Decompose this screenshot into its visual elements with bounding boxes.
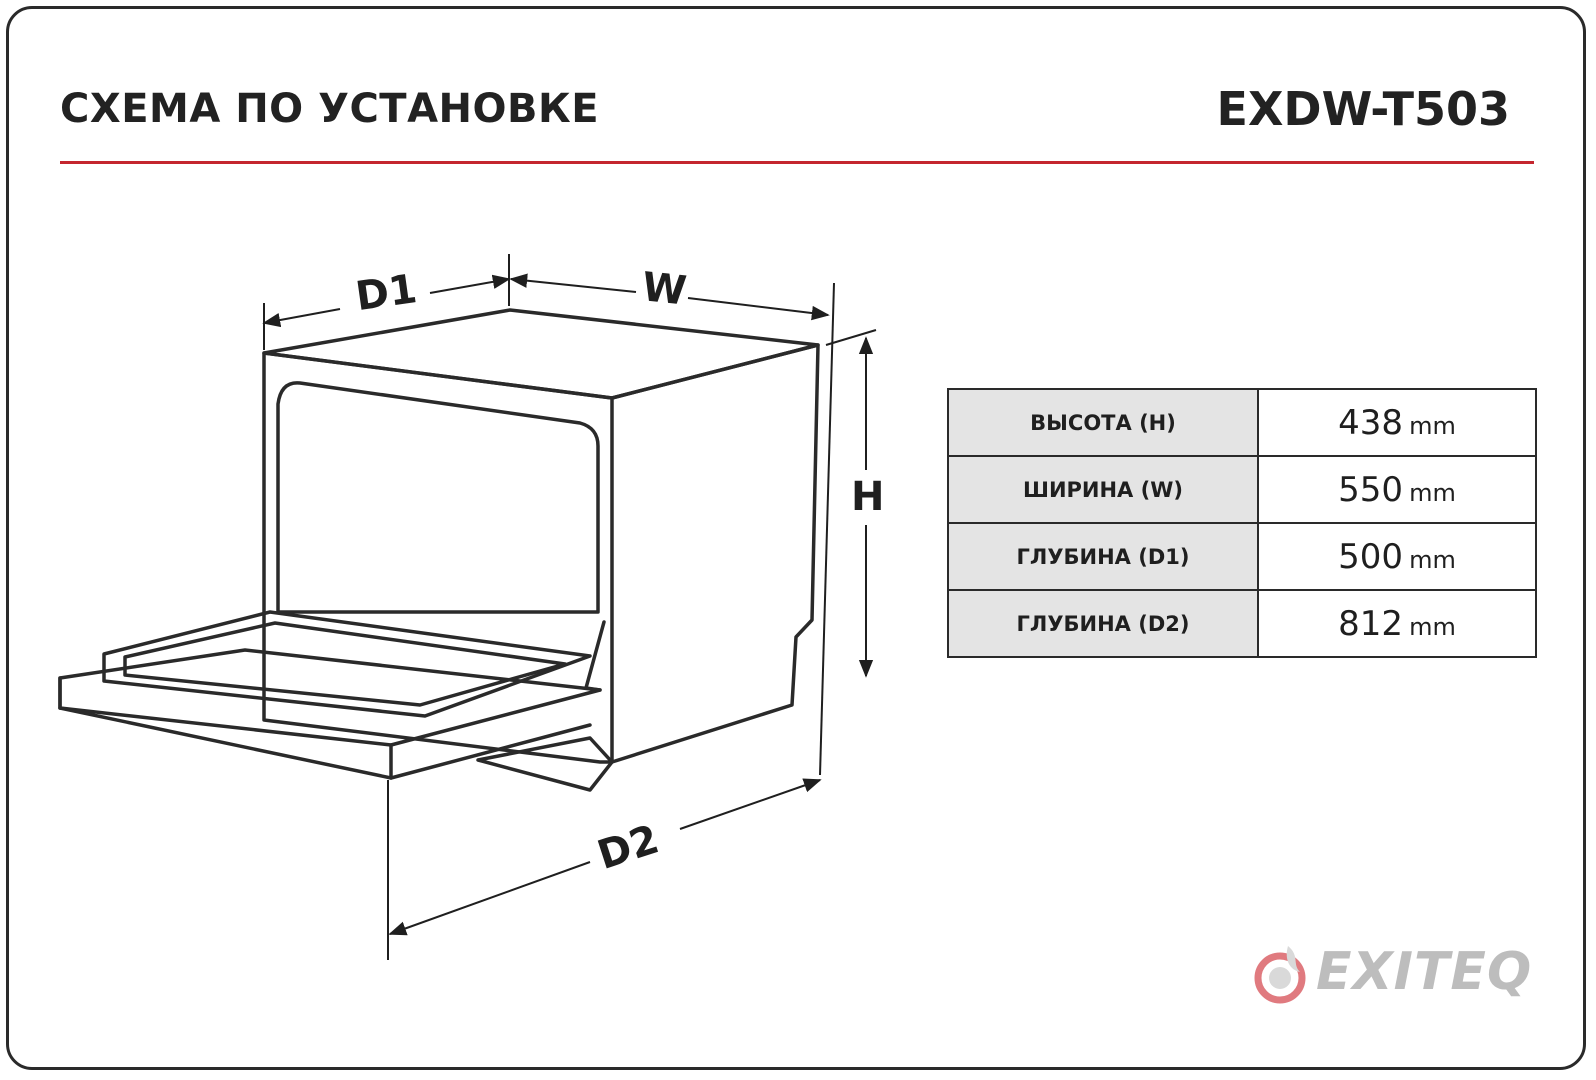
door-hinge (584, 620, 606, 692)
door-tray-inner (123, 621, 567, 707)
model-number: EXDW-T503 (1216, 82, 1510, 136)
spec-unit: mm (1409, 545, 1456, 574)
dim-label-h: H (851, 474, 884, 520)
ext-line-h-top (825, 329, 877, 346)
spec-label-depth-d2: ГЛУБИНА (D2) (947, 589, 1259, 658)
logo-wordmark: EXITEQ (1316, 942, 1533, 1002)
brand-logo: EXITEQ (1252, 942, 1552, 1006)
body-side-face (610, 343, 820, 764)
spec-number: 438 (1338, 402, 1404, 443)
body-top-face (262, 308, 820, 400)
dim-line-w-b (687, 297, 830, 321)
ext-line-w-right (819, 282, 835, 776)
door-front-edge (389, 723, 592, 780)
spec-unit: mm (1409, 478, 1456, 507)
spec-number: 812 (1338, 603, 1404, 644)
spec-label-width: ШИРИНА (W) (947, 455, 1259, 524)
header-divider (60, 161, 1534, 164)
dim-label-w: W (640, 264, 689, 314)
spec-unit: mm (1409, 411, 1456, 440)
base-plinth (476, 736, 614, 792)
spec-label-depth-d1: ГЛУБИНА (D1) (947, 522, 1259, 591)
page-frame (6, 6, 1586, 1070)
door-bottom (58, 706, 393, 780)
dim-line-d1-a (262, 308, 341, 328)
dim-line-d2-b (679, 778, 822, 830)
spec-label-height: ВЫСОТА (H) (947, 388, 1259, 457)
body-front-face (262, 351, 614, 764)
flame-icon (1254, 946, 1306, 1004)
door-tray (102, 610, 592, 718)
page-title: СХЕМА ПО УСТАНОВКЕ (60, 86, 600, 132)
spec-number: 500 (1338, 536, 1404, 577)
dim-label-d1: D1 (353, 266, 420, 320)
spec-unit: mm (1409, 612, 1456, 641)
dim-label-d2: D2 (592, 816, 664, 879)
dim-line-d1-b (429, 274, 511, 294)
inner-opening (276, 381, 600, 614)
dim-line-w-a (509, 273, 637, 293)
spec-number: 550 (1338, 469, 1404, 510)
dim-line-d2-a (388, 861, 591, 936)
